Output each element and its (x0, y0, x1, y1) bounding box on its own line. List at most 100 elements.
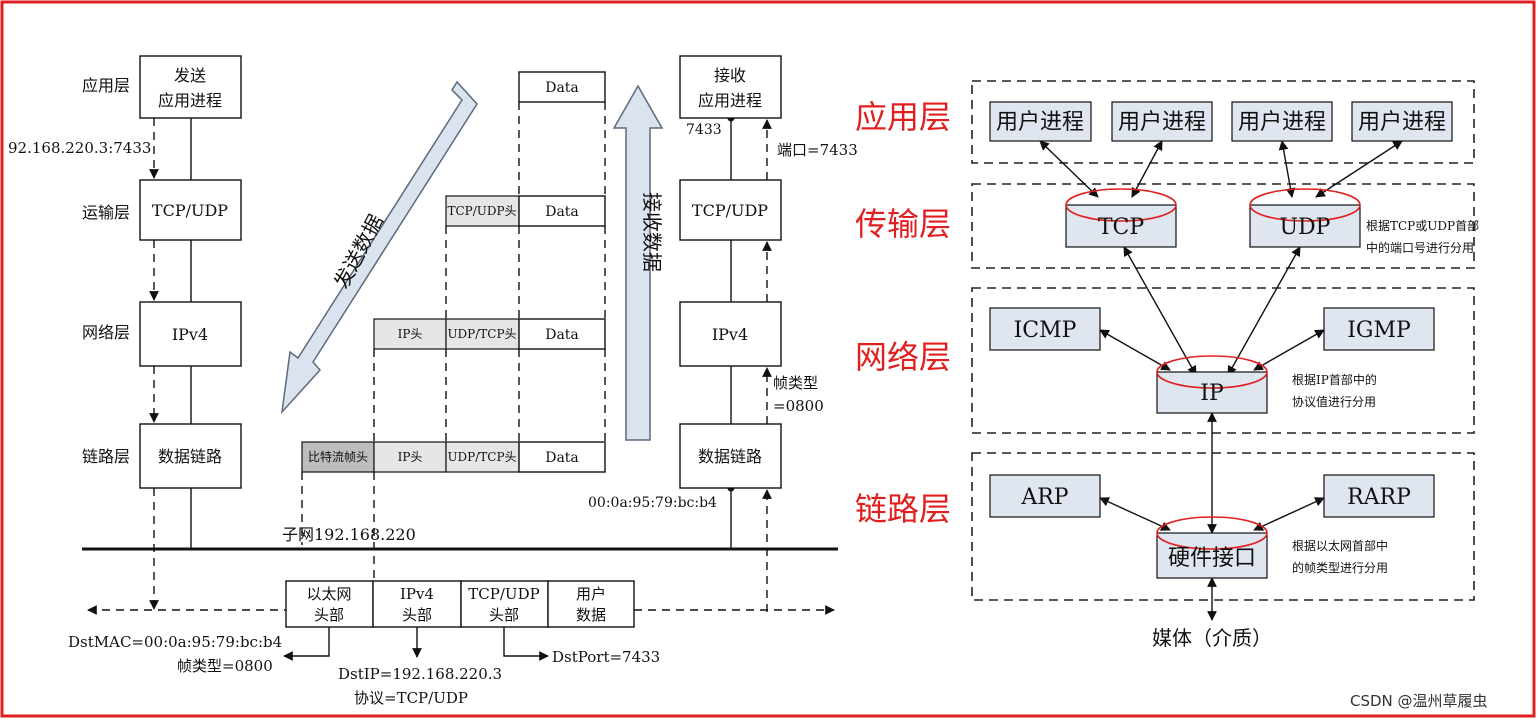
frame-field-tcpudp-line2: 头部 (489, 606, 519, 624)
csdn-watermark: CSDN @温州草履虫 (1350, 692, 1488, 710)
enc-row4-head (445, 441, 520, 473)
recv-port-number: 7433 (686, 122, 722, 138)
tcp-ellipse (1065, 188, 1177, 222)
enc-row4-ip-label: IP头 (398, 450, 423, 464)
send-layer-transport: 运输层 (82, 203, 130, 222)
recv-port-label: 端口=7433 (777, 141, 858, 159)
right-app-layer-box (971, 80, 1475, 164)
dst-ip-protocol: 协议=TCP/UDP (354, 689, 468, 707)
igmp-label: IGMP (1347, 318, 1411, 343)
send-transport-label: TCP/UDP (152, 201, 228, 220)
enc-row2-data (518, 195, 606, 227)
enc-row4-data-label: Data (545, 450, 579, 466)
user-process-label-4: 用户进程 (1358, 110, 1446, 135)
right-layer-app: 应用层 (855, 98, 951, 136)
udp-box (1249, 204, 1361, 248)
frame-field-ipv4 (372, 580, 462, 628)
rarp-box (1323, 474, 1435, 518)
right-layer-link: 链路层 (855, 490, 951, 528)
note-link-line2: 的帧类型进行分用 (1292, 560, 1388, 575)
hw-interface-label: 硬件接口 (1168, 546, 1256, 571)
dst-ip: DstIP=192.168.220.3 (338, 665, 502, 683)
recv-data-arrow: 接收数据 (612, 84, 664, 441)
send-layer-app: 应用层 (82, 76, 130, 95)
encapsulation: Data TCP/UDP头 Data IP头 UDP/TCP头 Data 比特流… (301, 71, 606, 580)
send-network-label: IPv4 (172, 325, 208, 344)
note-network-line1: 根据IP首部中的 (1292, 372, 1377, 387)
send-app-line1: 发送 (174, 66, 206, 85)
frame-field-user-line1: 用户 (576, 585, 606, 603)
dst-mac: DstMAC=00:0a:95:79:bc:b4 (68, 633, 282, 651)
tcp-label: TCP (1098, 215, 1145, 240)
user-process-box-1 (989, 101, 1092, 142)
hw-interface-ellipse (1156, 516, 1268, 550)
tcp-box (1065, 204, 1177, 248)
receiver-stack: 接收 应用进程 TCP/UDP IPv4 数据链路 (679, 55, 782, 612)
ip-box (1156, 371, 1268, 414)
igmp-box (1323, 307, 1435, 351)
user-process-box-4 (1351, 101, 1453, 142)
right-network-layer-box (971, 287, 1475, 434)
enc-row3-ip (373, 318, 447, 350)
frame-field-ipv4-line2: 头部 (402, 606, 432, 624)
recv-app-line2: 应用进程 (698, 91, 762, 110)
recv-app-line1: 接收 (714, 66, 746, 85)
enc-row1-data (518, 71, 606, 103)
frame-field-ipv4-line1: IPv4 (400, 585, 434, 603)
frame-field-eth-line2: 头部 (314, 606, 344, 624)
ip-label: IP (1200, 381, 1224, 406)
frame-field-user-line2: 数据 (576, 606, 606, 624)
subnet-label: 子网192.168.220 (282, 525, 416, 544)
hw-interface-box (1156, 532, 1268, 579)
right-layer-transport: 传输层 (855, 205, 951, 243)
enc-row3-data-label: Data (545, 327, 579, 343)
send-link-box (139, 423, 242, 489)
user-process-label-2: 用户进程 (1118, 110, 1206, 135)
recv-transport-box (679, 179, 782, 241)
ethernet-frame: 以太网 头部 IPv4 头部 TCP/UDP 头部 用户 数据 (87, 580, 835, 661)
frame-field-tcpudp (460, 580, 549, 628)
enc-row3-ip-label: IP头 (398, 327, 423, 341)
right-connectors (1039, 140, 1403, 621)
recv-transport-label: TCP/UDP (692, 201, 768, 220)
send-network-box (139, 301, 242, 367)
send-address: 92.168.220.3:7433 (8, 139, 151, 157)
right-transport-layer-box (971, 183, 1475, 269)
user-process-label-3: 用户进程 (1238, 110, 1326, 135)
send-link-label: 数据链路 (158, 447, 222, 466)
recv-data-label: 接收数据 (640, 192, 664, 272)
enc-row3-head-label: UDP/TCP头 (447, 327, 516, 341)
enc-row2-data-label: Data (545, 204, 579, 220)
send-transport-box (139, 179, 242, 241)
enc-row4-bits-label: 比特流帧头 (308, 449, 368, 464)
arp-label: ARP (1020, 485, 1068, 510)
send-data-arrow: 发送数据 (280, 80, 478, 415)
recv-link-box (679, 423, 782, 489)
enc-row2-head-label: TCP/UDP头 (447, 204, 516, 218)
arp-box (989, 474, 1101, 518)
frame-field-user (547, 580, 635, 628)
enc-row3-data (518, 318, 606, 350)
note-transport-line1: 根据TCP或UDP首部 (1366, 218, 1479, 233)
frame-type-value: =0800 (773, 397, 824, 415)
user-process-box-2 (1111, 101, 1213, 142)
note-link-line1: 根据以太网首部中 (1292, 538, 1388, 553)
user-process-label-1: 用户进程 (996, 110, 1084, 135)
right-layer-network: 网络层 (855, 338, 951, 376)
enc-row4-bits (301, 441, 375, 473)
user-process-box-3 (1231, 101, 1333, 142)
dst-mac-frame-type: 帧类型=0800 (177, 657, 273, 675)
rarp-label: RARP (1347, 485, 1411, 510)
dst-port: DstPort=7433 (552, 648, 660, 666)
recv-app-box (679, 55, 782, 119)
enc-row4-data (518, 441, 606, 473)
send-app-box (139, 55, 242, 119)
frame-type-label: 帧类型 (773, 374, 818, 392)
send-layer-link: 链路层 (82, 447, 130, 466)
frame-field-tcpudp-line1: TCP/UDP (468, 585, 539, 603)
udp-label: UDP (1280, 215, 1331, 240)
udp-ellipse (1249, 188, 1361, 222)
